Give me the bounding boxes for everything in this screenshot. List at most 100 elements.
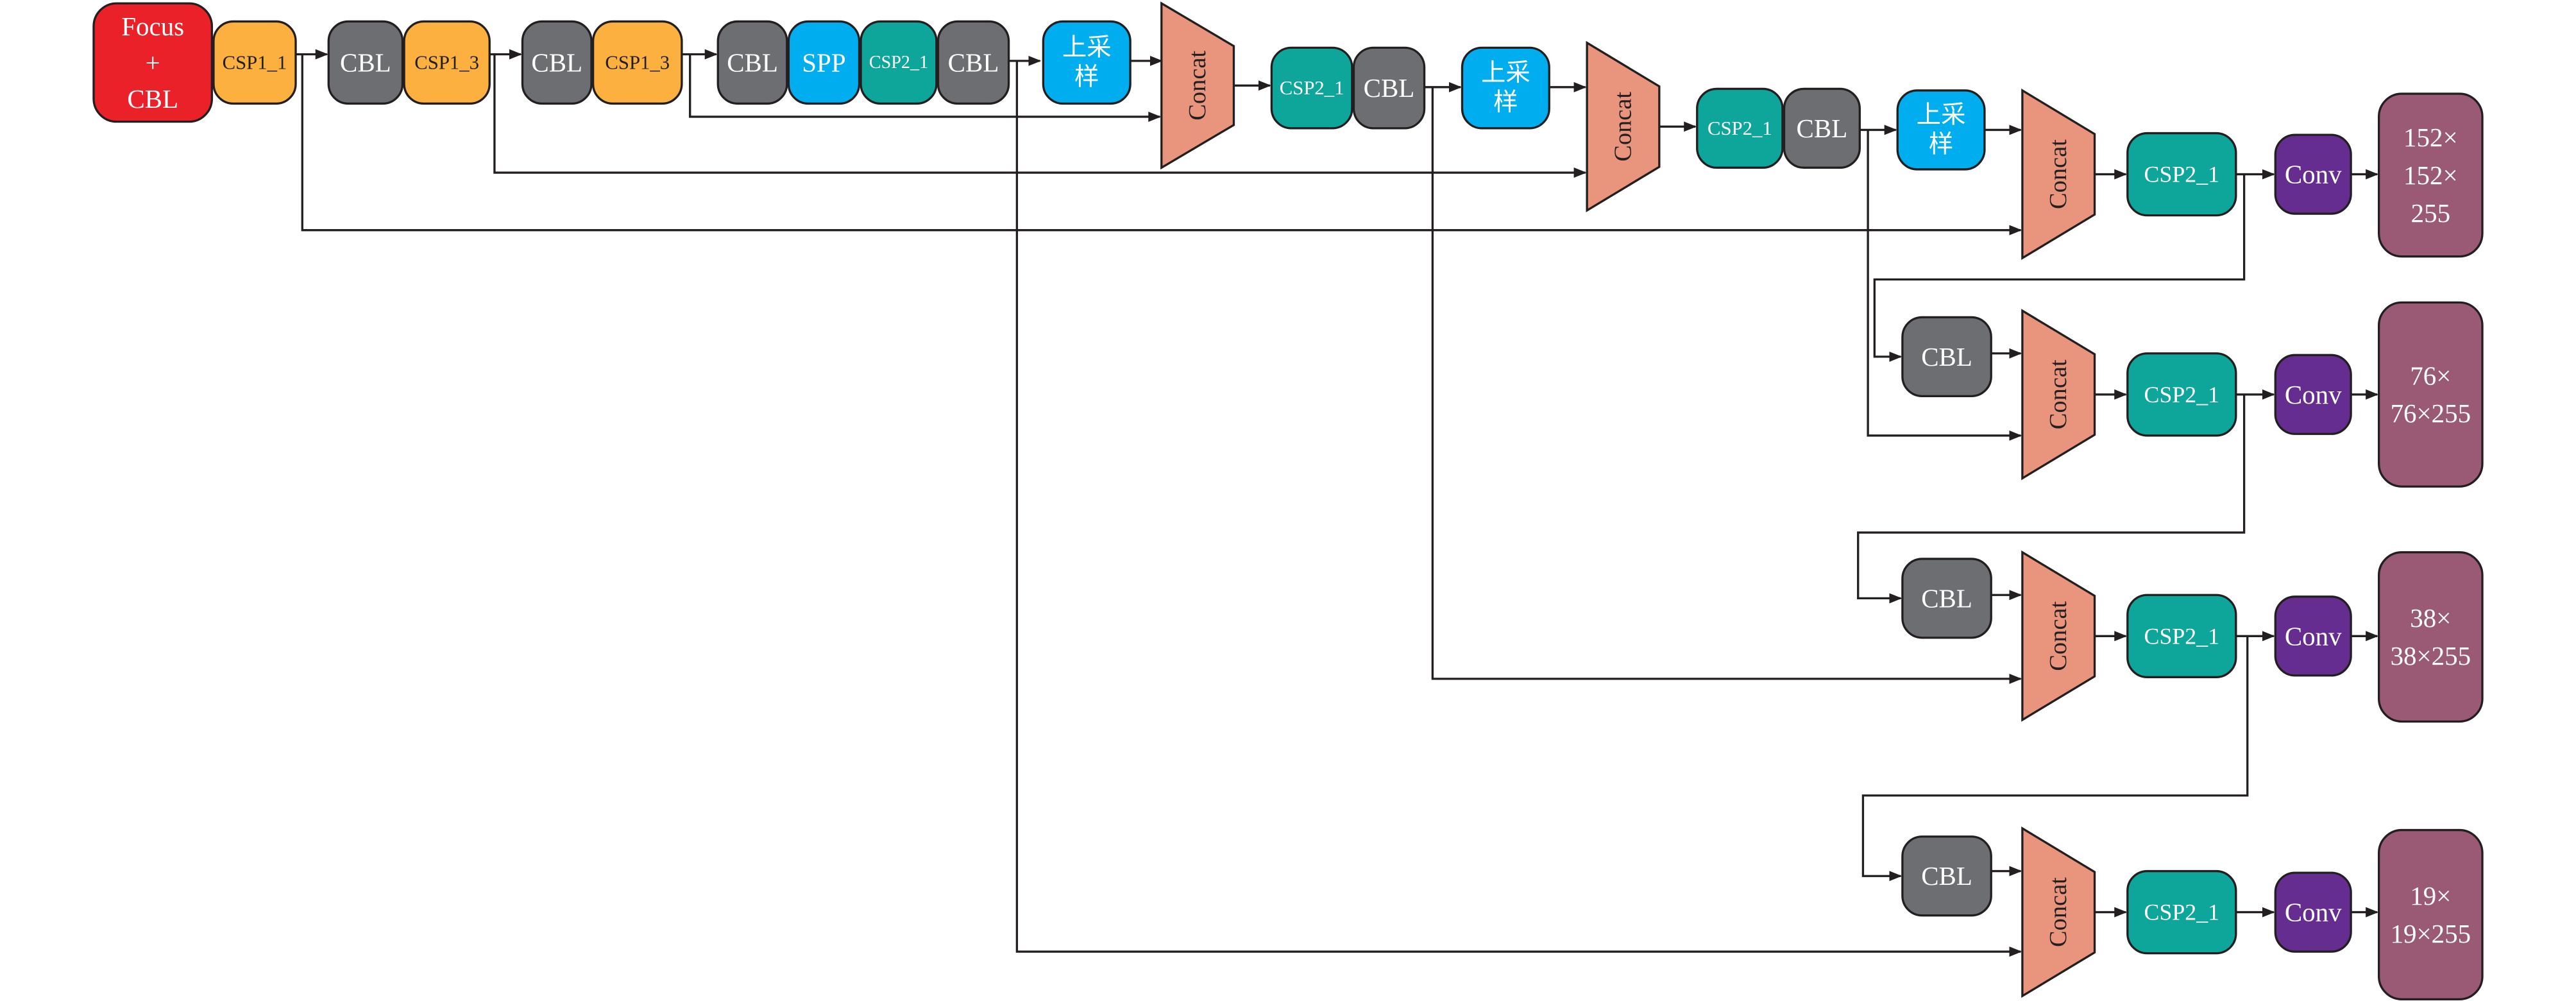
csp1-1-block: CSP1_1 [212, 20, 297, 105]
cbl-block-4-shape [936, 20, 1010, 105]
csp2-1-block-3-shape [1696, 87, 1784, 169]
head-concat-block-1-shape [2021, 89, 2096, 261]
skip-cbl6-head2 [1867, 130, 2022, 441]
csp2-1-block-3: CSP2_1 [1696, 87, 1784, 169]
cbl-block-1-label: CBL [340, 47, 391, 77]
head-concat-block-3-label: Concat [2045, 601, 2072, 671]
skip-csp13a-concat2 [493, 54, 1587, 178]
feedback-head2-head3 [1857, 394, 2246, 604]
cbl-block-6-shape [1783, 87, 1861, 169]
upsample-block-1-shape [1042, 20, 1131, 105]
output-block-4-label: 19× [2410, 881, 2451, 911]
csp1-1-block-label: CSP1_1 [223, 51, 287, 73]
conv-block-2-label: Conv [2285, 380, 2342, 409]
head-concat-block-4-shape [2021, 826, 2096, 998]
focus-cbl-block: Focus+CBL [92, 2, 214, 123]
head-cbl-block-4-shape [1901, 835, 1992, 917]
head-csp2-1-block-2-label: CSP2_1 [2144, 382, 2220, 407]
focus-cbl-block-label: + [146, 47, 160, 77]
head-cbl-block-3: CBL [1901, 558, 1992, 639]
upsample-block-2-label: 上采 [1481, 60, 1530, 87]
skip-csp11-concat-head1 [301, 54, 2022, 235]
cbl-block-6: CBL [1783, 87, 1861, 169]
output-block-3-label: 38× [2410, 603, 2451, 633]
upsample-block-2-label: 样 [1493, 89, 1518, 116]
output-block-4-shape [2377, 828, 2484, 1000]
cbl-block-3-label: CBL [727, 47, 778, 77]
skip-cbl4-head4 [1015, 60, 2022, 957]
skip-csp13b-concat1 [689, 54, 1162, 122]
upsample-block-2: 上采样 [1461, 46, 1550, 130]
output-block-4-label: 19×255 [2391, 919, 2471, 948]
head-cbl-block-3-shape [1901, 558, 1992, 639]
cbl-block-2-shape [521, 20, 593, 105]
head-cbl-block-4-label: CBL [1921, 861, 1972, 891]
csp1-3-block-2-shape [591, 20, 683, 105]
head-csp2-1-block-4-shape [2126, 869, 2237, 955]
head-concat-block-4-label: Concat [2045, 877, 2072, 947]
csp1-3-block-1: CSP1_3 [403, 20, 491, 105]
conv-block-4-shape [2274, 871, 2352, 953]
csp2-1-block-2-shape [1270, 46, 1353, 130]
head-cbl-block-2: CBL [1901, 316, 1992, 398]
csp2-1-block-3-label: CSP2_1 [1707, 117, 1772, 139]
concat-block-1-label: Concat [1184, 51, 1211, 121]
head-cbl-block-4: CBL [1901, 835, 1992, 917]
head-csp2-1-block-1-shape [2126, 132, 2237, 217]
cbl-block-2-label: CBL [531, 47, 582, 77]
csp1-3-block-2-label: CSP1_3 [605, 51, 670, 73]
concat-block-2-shape [1586, 40, 1661, 212]
upsample-block-3-shape [1896, 89, 1986, 171]
spp-block-shape [787, 20, 861, 105]
skip-cbl5-head3 [1431, 87, 2022, 684]
head-concat-block-3: Concat [2021, 550, 2096, 722]
head-csp2-1-block-3-shape [2126, 594, 2237, 678]
csp1-3-block-2: CSP1_3 [591, 20, 683, 105]
upsample-block-1: 上采样 [1042, 20, 1131, 105]
output-block-2-shape [2377, 301, 2484, 488]
head-concat-block-4: Concat [2021, 826, 2096, 998]
connection-lines [201, 49, 2379, 957]
csp2-1-block-2-label: CSP2_1 [1280, 77, 1344, 99]
concat-block-1: Concat [1160, 1, 1235, 170]
spp-block: SPP [787, 20, 861, 105]
feedback-head3-head4 [1861, 636, 2249, 882]
spp-block-label: SPP [802, 47, 845, 77]
head-concat-block-3-shape [2021, 550, 2096, 722]
conv-block-3: Conv [2274, 595, 2352, 677]
conv-block-1-shape [2274, 133, 2352, 215]
head-concat-block-2-label: Concat [2045, 359, 2072, 429]
csp2-1-block-1-label: CSP2_1 [869, 53, 928, 73]
cbl-block-1: CBL [327, 20, 404, 105]
cbl-block-4: CBL [936, 20, 1010, 105]
csp2-1-block-1-shape [860, 20, 938, 105]
head-cbl-block-2-shape [1901, 316, 1992, 398]
output-block-3-shape [2377, 551, 2484, 723]
cbl-block-5-shape [1352, 46, 1426, 130]
output-block-4: 19× 19×255 [2377, 828, 2484, 1000]
focus-cbl-block-label: CBL [127, 84, 178, 114]
head-csp2-1-block-3-label: CSP2_1 [2144, 623, 2220, 649]
head-concat-block-2: Concat [2021, 309, 2096, 481]
csp1-3-block-1-label: CSP1_3 [414, 51, 479, 73]
focus-cbl-block-shape [92, 2, 214, 123]
cbl-block-5: CBL [1352, 46, 1426, 130]
cbl-block-3-shape [716, 20, 788, 105]
csp1-1-block-shape [212, 20, 297, 105]
upsample-block-3-label: 样 [1929, 131, 1953, 158]
conv-block-1: Conv [2274, 133, 2352, 215]
conv-block-2: Conv [2274, 354, 2352, 435]
cbl-block-4-label: CBL [948, 47, 999, 77]
head-concat-block-1: Concat [2021, 89, 2096, 261]
output-block-3: 38×38×255 [2377, 551, 2484, 723]
cbl-block-6-label: CBL [1797, 114, 1848, 143]
head-cbl-block-3-label: CBL [1921, 583, 1972, 613]
upsample-block-1-label: 样 [1074, 64, 1099, 90]
conv-block-4-label: Conv [2285, 898, 2342, 927]
cbl-block-5-label: CBL [1364, 73, 1415, 103]
output-block-1: 152×152×255 [2377, 92, 2484, 258]
upsample-block-3: 上采样 [1896, 89, 1986, 171]
head-csp2-1-block-4: CSP2_1 [2126, 869, 2237, 955]
conv-block-2-shape [2274, 354, 2352, 435]
